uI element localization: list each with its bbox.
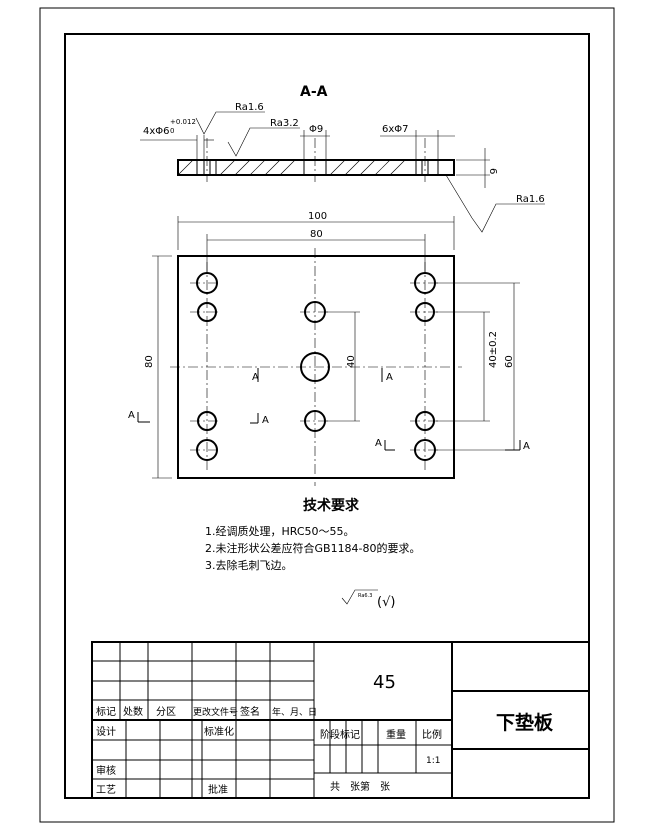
dim-40-tol: 40±0.2 bbox=[488, 331, 499, 368]
roughness-symbol-right bbox=[445, 174, 545, 233]
label-process: 工艺 bbox=[96, 784, 116, 796]
label-review: 审核 bbox=[96, 764, 116, 777]
scale-value: 1:1 bbox=[426, 756, 440, 766]
roughness-right-label: Ra1.6 bbox=[516, 194, 545, 205]
dim-6-phi7: 6xΦ7 bbox=[382, 124, 409, 135]
tech-item-1: 1.经调质处理，HRC50～55。 bbox=[205, 525, 355, 538]
label-standardize: 标准化 bbox=[204, 725, 234, 738]
svg-text:A: A bbox=[252, 372, 259, 383]
section-plate bbox=[177, 159, 455, 176]
dim-width-80: 80 bbox=[310, 229, 323, 240]
material-value: 45 bbox=[373, 672, 396, 693]
section-title: A-A bbox=[300, 84, 328, 100]
svg-text:A: A bbox=[523, 441, 530, 452]
dim-phi9: Φ9 bbox=[309, 124, 323, 135]
section-view: A-A bbox=[140, 84, 545, 233]
hdr-mark: 标记 bbox=[96, 706, 116, 718]
plate-holes bbox=[196, 272, 436, 461]
hdr-change-doc: 更改文件号 bbox=[193, 706, 238, 718]
roughness-symbol-top bbox=[195, 111, 265, 135]
tech-title: 技术要求 bbox=[303, 497, 360, 514]
hdr-date: 年、月、日 bbox=[272, 706, 317, 718]
label-sheets: 共 张第 张 bbox=[330, 780, 390, 793]
general-roughness-symbol bbox=[341, 589, 378, 605]
dim-hole-tol-lower: 0 bbox=[170, 127, 174, 135]
plan-view: 100 80 80 40 40±0.2 60 A A bbox=[128, 211, 530, 486]
svg-text:A: A bbox=[262, 415, 269, 426]
label-stage-mark: 阶段标记 bbox=[320, 728, 360, 741]
tech-item-2: 2.未注形状公差应符合GB1184-80的要求。 bbox=[205, 541, 421, 555]
tech-item-3: 3.去除毛刺飞边。 bbox=[205, 558, 293, 572]
sheet-outer-border bbox=[39, 7, 615, 823]
section-holes bbox=[196, 160, 439, 175]
dim-hole-small: 4xΦ6 bbox=[143, 126, 170, 137]
label-design: 设计 bbox=[96, 725, 116, 738]
hdr-sign: 签名 bbox=[240, 705, 260, 718]
title-block: 45 下垫板 标记 处数 分区 更改文件号 签名 年、月、日 设计 标准化 审核… bbox=[91, 641, 590, 799]
svg-text:A: A bbox=[128, 410, 135, 421]
section-hatching bbox=[177, 159, 406, 176]
tech-requirements: 技术要求 1.经调质处理，HRC50～55。 2.未注形状公差应符合GB1184… bbox=[205, 497, 421, 610]
dim-height-80: 80 bbox=[144, 355, 155, 368]
general-roughness-paren: (√) bbox=[377, 595, 395, 610]
svg-text:A: A bbox=[386, 372, 393, 383]
dim-thickness: 6 bbox=[487, 168, 498, 174]
section-cut-markers: A A A A A A bbox=[128, 368, 530, 452]
label-weight: 重量 bbox=[386, 728, 406, 741]
dim-40: 40 bbox=[346, 355, 357, 368]
label-approve: 批准 bbox=[208, 783, 228, 796]
dim-60: 60 bbox=[504, 355, 515, 368]
roughness-mid-label: Ra3.2 bbox=[270, 118, 299, 129]
roughness-symbol-mid bbox=[227, 127, 300, 157]
dim-hole-tol-upper: +0.012 bbox=[170, 118, 196, 126]
svg-text:A: A bbox=[375, 438, 382, 449]
part-name: 下垫板 bbox=[496, 711, 554, 734]
hdr-zone: 分区 bbox=[156, 706, 176, 718]
dim-width-100: 100 bbox=[308, 211, 327, 222]
sheet-inner-frame bbox=[64, 33, 590, 799]
roughness-top-label: Ra1.6 bbox=[235, 102, 264, 113]
general-roughness-label: Ra6.3 bbox=[358, 593, 372, 599]
hdr-count: 处数 bbox=[123, 705, 143, 718]
label-scale: 比例 bbox=[422, 728, 442, 741]
